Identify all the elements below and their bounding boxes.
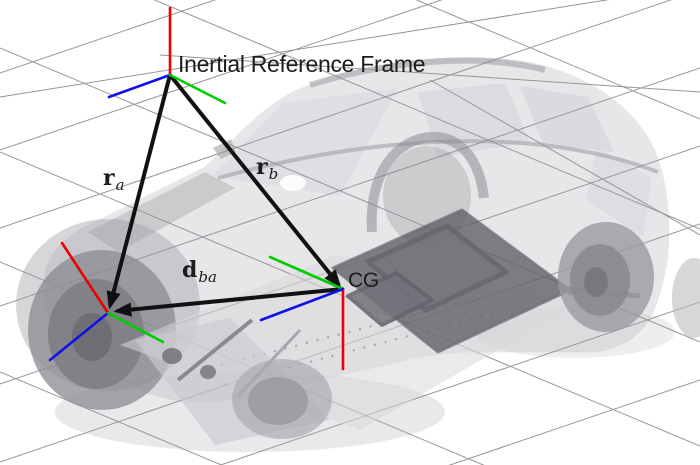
cg-frame-blue-axis xyxy=(259,287,345,322)
hood-panel xyxy=(88,172,235,252)
grid-line xyxy=(448,379,700,465)
inertial-frame-blue-axis xyxy=(107,73,172,99)
cg-frame xyxy=(259,255,345,371)
front-left-hub xyxy=(72,313,112,361)
coordinate-frames xyxy=(48,6,345,371)
roof-rail xyxy=(309,57,546,88)
side-window-rear xyxy=(520,86,614,152)
cg-label: CG xyxy=(348,269,379,292)
vector-d-ba-label: dba xyxy=(182,259,217,285)
d-ba-subscript: ba xyxy=(198,268,217,286)
grid-line xyxy=(0,0,610,98)
frame-a-blue-axis xyxy=(48,311,110,362)
frame-a-red-axis xyxy=(60,241,110,315)
cg-frame-green-axis xyxy=(268,255,345,291)
rear-right-wheel-ghost xyxy=(672,258,700,338)
grid-line xyxy=(0,0,443,151)
battery-module-2 xyxy=(346,271,434,327)
grid-line xyxy=(0,0,217,74)
subframe-hole-1 xyxy=(162,348,182,364)
rear-left-hub xyxy=(584,267,608,297)
inertial-frame-label: Inertial Reference Frame xyxy=(178,51,426,77)
r-a-subscript: a xyxy=(115,176,125,194)
grid-line xyxy=(429,79,700,236)
inertial-frame-green-axis xyxy=(168,73,227,105)
grid-line xyxy=(159,54,700,93)
suspension-arm-1 xyxy=(176,318,254,382)
vector-r-a-label: ra xyxy=(103,167,125,193)
vector-r-b-label: rb xyxy=(256,156,278,182)
r-a-symbol: r xyxy=(103,165,115,191)
d-ba-symbol: d xyxy=(182,257,198,283)
inertial-frame xyxy=(107,6,227,105)
vector-r-a xyxy=(106,74,172,310)
front-right-rim xyxy=(248,377,308,425)
grid-line xyxy=(0,371,223,465)
car-chassis-illustration xyxy=(16,131,700,445)
grid-line xyxy=(153,0,700,230)
door-highlight xyxy=(280,175,306,191)
vector-r-b xyxy=(168,73,342,288)
grid-line xyxy=(415,0,700,120)
position-vectors xyxy=(106,73,344,317)
subframe-hole-2 xyxy=(200,365,216,379)
r-b-subscript: b xyxy=(268,165,279,183)
frame-a xyxy=(48,241,165,362)
front-right-wheel-arch xyxy=(366,131,489,233)
rear-window xyxy=(586,147,652,237)
grid-line xyxy=(0,0,673,229)
frame-a-green-axis xyxy=(106,311,165,344)
vector-d-ba xyxy=(113,287,344,317)
r-b-symbol: r xyxy=(256,154,268,180)
